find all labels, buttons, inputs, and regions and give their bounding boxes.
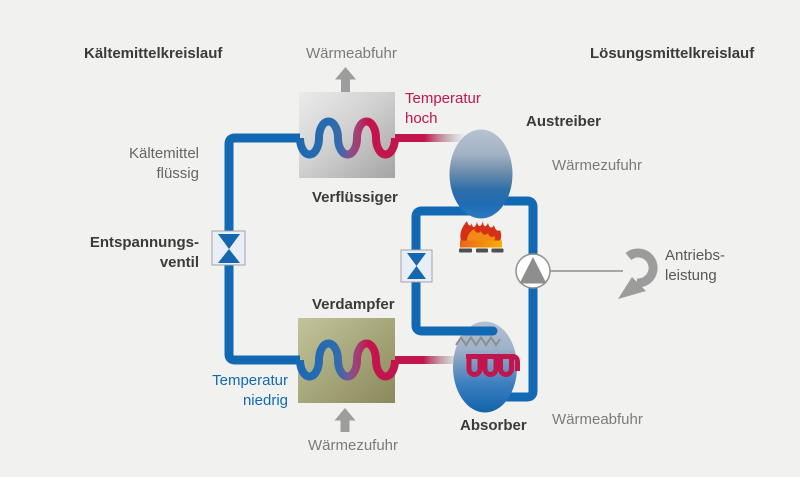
absorber-label: Absorber bbox=[460, 417, 527, 434]
solvent-valve-icon bbox=[400, 249, 433, 283]
heat-out-arrow-icon bbox=[335, 67, 356, 92]
solvent-pipe-pump-line bbox=[504, 196, 538, 402]
flame-icon bbox=[459, 221, 504, 253]
refrigerant-circuit-title: Kältemittelkreislauf bbox=[84, 45, 223, 62]
heat-output-right-label: Wärmeabfuhr bbox=[552, 411, 643, 428]
refrigerant-state-label: Kältemittel flüssig bbox=[128, 145, 199, 182]
evaporator-box bbox=[298, 318, 395, 403]
heat-in-arrow-icon bbox=[334, 408, 356, 432]
evaporator-label: Verdampfer bbox=[312, 296, 395, 313]
pump-icon bbox=[515, 253, 551, 289]
condenser-wave bbox=[296, 117, 399, 159]
generator-vessel bbox=[449, 129, 513, 219]
heat-input-bottom-label: Wärmezufuhr bbox=[308, 437, 399, 454]
temperature-low-label: Temperatur niedrig bbox=[212, 372, 288, 409]
temperature-high-label: Temperatur hoch bbox=[405, 90, 481, 127]
absorber-coil-icon bbox=[466, 354, 520, 377]
condenser-box bbox=[299, 92, 395, 178]
heat-input-right-label: Wärmezufuhr bbox=[552, 157, 643, 174]
generator-label: Austreiber bbox=[526, 113, 602, 130]
solvent-circuit-title: Lösungsmittelkreislauf bbox=[590, 45, 755, 62]
heat-output-top-label: Wärmeabfuhr bbox=[306, 45, 397, 62]
rotation-arrow-icon bbox=[618, 248, 658, 299]
evaporator-wave bbox=[296, 339, 399, 381]
absorber-zigzag-icon bbox=[455, 335, 501, 347]
drive-power-label: Antriebs- leistung bbox=[665, 247, 726, 284]
expansion-valve-label: Entspannungs- ventil bbox=[89, 234, 199, 271]
condenser-label: Verflüssiger bbox=[312, 189, 398, 206]
expansion-valve-icon bbox=[211, 230, 246, 266]
